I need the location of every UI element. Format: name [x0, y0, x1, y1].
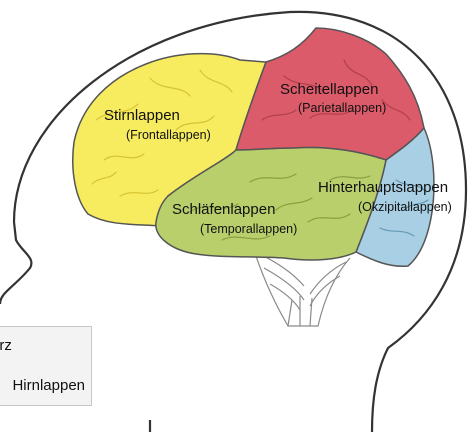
face-profile	[0, 221, 33, 305]
occipital-lobe-name: Hinterhauptslappen	[318, 179, 448, 196]
frontal-lobe-latin: (Frontallappen)	[126, 128, 211, 142]
frontal-lobe-name: Stirnlappen	[104, 107, 180, 124]
temporal-lobe-name: Schläfenlappen	[172, 201, 275, 218]
parietal-lobe-latin: (Parietallappen)	[298, 101, 386, 115]
cerebellum-sketch	[251, 243, 351, 327]
head-outline	[12, 10, 468, 432]
caption-line-2: Hirnlappen	[12, 377, 85, 394]
temporal-lobe-latin: (Temporallappen)	[200, 222, 297, 236]
parietal-lobe-name: Scheitellappen	[280, 81, 378, 98]
brain-folds	[91, 59, 429, 241]
caption-card: urz Hirnlappen	[0, 326, 92, 406]
occipital-lobe-latin: (Okzipitallappen)	[358, 200, 452, 214]
temporal-lobe-region	[155, 146, 387, 261]
caption-line-1: urz	[0, 337, 12, 354]
